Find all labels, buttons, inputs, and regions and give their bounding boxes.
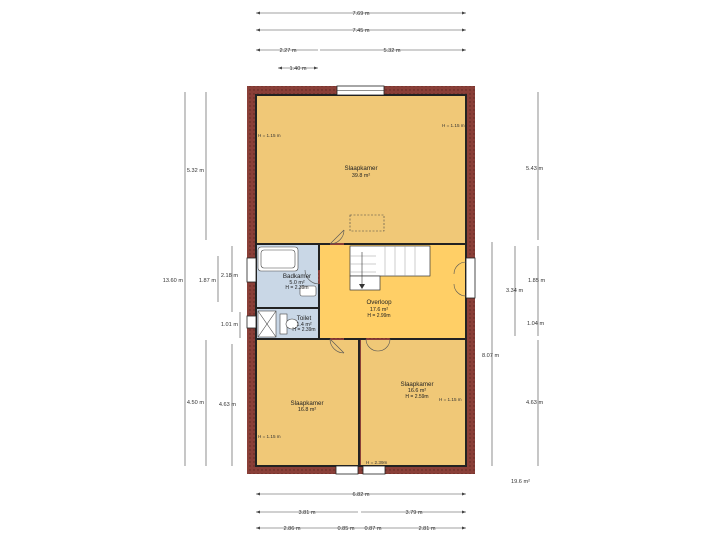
room-area: 17.6 m² (370, 307, 388, 313)
dim-label: 8.07 m (482, 353, 499, 359)
room-top-bedroom (256, 95, 466, 243)
window-top (336, 85, 385, 96)
room-height: H = 2.39m (292, 327, 315, 333)
dim-label: 2.27 m (279, 48, 296, 54)
dimension-top-total-inner: 7.45 m (256, 28, 466, 34)
dimension-top-segments: 2.27 m 5.32 m (256, 48, 466, 54)
dim-label: 2.18 m (221, 273, 238, 279)
dim-label: 4.63 m (526, 400, 543, 406)
dimension-left-overall: 13.60 m (163, 92, 186, 466)
dim-label: 1.85 m (528, 278, 545, 284)
sink-icon (299, 285, 317, 297)
dim-label: 5.43 m (526, 166, 543, 172)
dim-label: 1.04 m (527, 321, 544, 327)
dim-label: 2.81 m (418, 526, 435, 532)
extra-area-label: 19.6 m² (511, 479, 530, 485)
room-name: Overloop (366, 299, 392, 306)
room-area: 16.8 m² (298, 407, 316, 413)
dim-label: 4.63 m (219, 402, 236, 408)
dim-label: 0.87 m (364, 526, 381, 532)
dimension-top-total-outer: 7.69 m (256, 11, 466, 17)
dim-label: 1.87 m (199, 278, 216, 284)
dimension-right-bottom: 4.63 m (526, 340, 543, 466)
window-left-bathroom (246, 257, 257, 283)
dimension-right-top: 5.43 m (526, 92, 543, 240)
height-note: H = 1.15 m (439, 397, 462, 402)
dim-label: 7.45 m (352, 28, 369, 34)
dimension-top-small: 1.40 m (278, 66, 318, 72)
dim-label: 7.69 m (352, 11, 369, 17)
room-bottom-left-bedroom (256, 340, 358, 466)
window-left-toilet (246, 315, 257, 329)
dimension-bottom-halves: 3.81 m 3.79 m (256, 510, 466, 516)
roof-hatch (349, 214, 385, 232)
dimension-right-small: 1.04 m (527, 312, 544, 336)
room-height: H = 2.99m (367, 313, 390, 319)
dim-label: 5.32 m (383, 48, 400, 54)
room-name: Slaapkamer (400, 381, 433, 388)
room-height: H = 2.39m (285, 285, 308, 291)
window-right-landing (465, 257, 476, 299)
dimension-right-overall: 8.07 m (482, 242, 499, 466)
room-area: 16.6 m² (408, 388, 426, 394)
dimension-left-top: 5.32 m (187, 92, 207, 240)
dim-label: 4.50 m (187, 400, 204, 406)
bathtub-icon (257, 246, 299, 272)
toilet-icon (279, 313, 299, 335)
shower-icon (257, 310, 277, 338)
room-name: Badkamer (283, 273, 311, 280)
dim-label: 3.81 m (298, 510, 315, 516)
dimension-right-mid: 3.34 m 1.85 m (506, 246, 545, 336)
dimension-bottom-total: 6.82 m (256, 492, 466, 498)
height-note: H = 2.39m (366, 460, 387, 465)
dim-label: 2.86 m (283, 526, 300, 532)
room-area: 39.8 m² (352, 173, 370, 179)
room-name: Slaapkamer (290, 400, 323, 407)
room-name: Toilet (297, 315, 312, 322)
dim-label: 5.32 m (187, 168, 204, 174)
height-note: H = 1.15 m (258, 434, 281, 439)
dim-label: 6.82 m (352, 492, 369, 498)
dimension-bottom-segments: 2.86 m 0.85 m 0.87 m 2.81 m (256, 526, 466, 532)
dim-label: 1.40 m (289, 66, 306, 72)
room-name: Slaapkamer (344, 165, 377, 172)
height-note: H = 1.15 m (258, 133, 281, 138)
dimension-left-bottom: 4.50 m 4.63 m (187, 340, 236, 466)
dim-label: 1.01 m (221, 322, 238, 328)
room-bottom-right-bedroom (361, 340, 466, 466)
doors (304, 229, 467, 354)
window-bottom (335, 465, 386, 475)
dimension-left-mid: 2.18 m 1.87 m (199, 246, 238, 312)
room-area: 5.0 m² (289, 280, 304, 286)
dim-label: 13.60 m (163, 278, 184, 284)
dim-label: 0.85 m (337, 526, 354, 532)
staircase (349, 245, 431, 291)
dim-label: 3.34 m (506, 288, 523, 294)
height-note: H = 1.15 m (442, 123, 465, 128)
dimension-left-toilet: 1.01 m (221, 312, 241, 338)
room-height: H = 2.59m (405, 394, 428, 400)
dim-label: 3.79 m (405, 510, 422, 516)
room-area: 1.4 m² (296, 322, 311, 328)
